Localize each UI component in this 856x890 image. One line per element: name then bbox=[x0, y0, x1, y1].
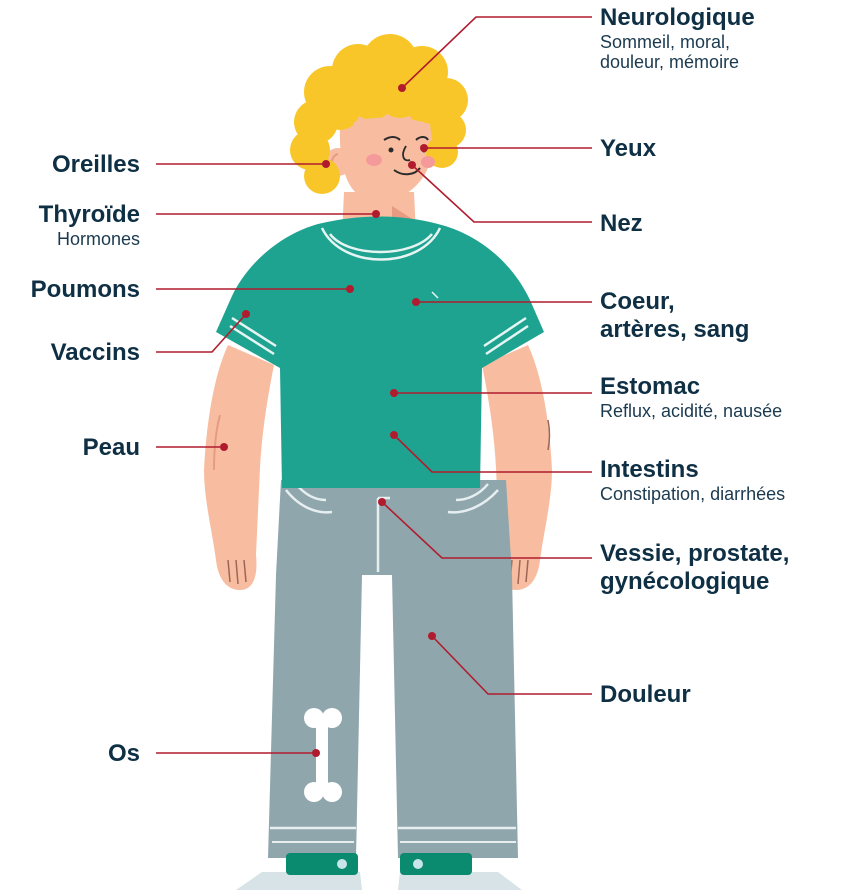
label-douleur: Douleur bbox=[600, 681, 691, 709]
label-nez-title: Nez bbox=[600, 210, 643, 238]
label-vessie-line1: Vessie, prostate, bbox=[600, 540, 789, 568]
label-vessie: Vessie, prostate, gynécologique bbox=[600, 540, 789, 595]
label-estomac-title: Estomac bbox=[600, 373, 782, 401]
label-peau-title: Peau bbox=[83, 434, 140, 462]
label-vaccins-title: Vaccins bbox=[51, 339, 140, 367]
label-peau: Peau bbox=[83, 434, 140, 462]
label-neurologique: Neurologique Sommeil, moral, douleur, mé… bbox=[600, 4, 755, 73]
label-coeur: Coeur, artères, sang bbox=[600, 288, 749, 343]
label-neurologique-title: Neurologique bbox=[600, 4, 755, 32]
shoes bbox=[286, 853, 472, 875]
label-neurologique-sub1: Sommeil, moral, bbox=[600, 32, 755, 53]
label-intestins: Intestins Constipation, diarrhées bbox=[600, 456, 785, 504]
label-thyroide: Thyroïde Hormones bbox=[39, 201, 140, 249]
label-intestins-sub: Constipation, diarrhées bbox=[600, 484, 785, 505]
label-oreilles-title: Oreilles bbox=[52, 151, 140, 179]
label-os-title: Os bbox=[108, 740, 140, 768]
label-douleur-title: Douleur bbox=[600, 681, 691, 709]
label-yeux: Yeux bbox=[600, 135, 656, 163]
label-estomac: Estomac Reflux, acidité, nausée bbox=[600, 373, 782, 421]
label-poumons: Poumons bbox=[31, 276, 140, 304]
label-thyroide-title: Thyroïde bbox=[39, 201, 140, 229]
label-neurologique-sub2: douleur, mémoire bbox=[600, 52, 755, 73]
label-vaccins: Vaccins bbox=[51, 339, 140, 367]
label-oreilles: Oreilles bbox=[52, 151, 140, 179]
label-coeur-line1: Coeur, bbox=[600, 288, 749, 316]
label-yeux-title: Yeux bbox=[600, 135, 656, 163]
ground-shadow bbox=[236, 872, 522, 890]
label-intestins-title: Intestins bbox=[600, 456, 785, 484]
label-vessie-line2: gynécologique bbox=[600, 568, 789, 596]
leader-nez bbox=[412, 165, 592, 222]
label-thyroide-sub: Hormones bbox=[39, 229, 140, 250]
pants bbox=[268, 480, 518, 858]
label-nez: Nez bbox=[600, 210, 643, 238]
label-coeur-line2: artères, sang bbox=[600, 316, 749, 344]
label-poumons-title: Poumons bbox=[31, 276, 140, 304]
left-arm bbox=[204, 345, 274, 590]
label-estomac-sub: Reflux, acidité, nausée bbox=[600, 401, 782, 422]
label-os: Os bbox=[108, 740, 140, 768]
